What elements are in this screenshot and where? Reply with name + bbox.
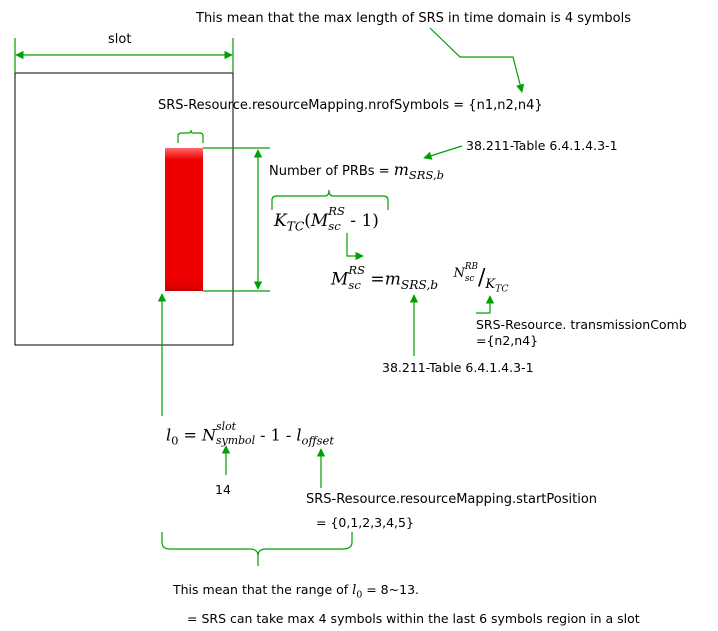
start-position-line1: SRS-Resource.resourceMapping.startPositi…	[306, 492, 598, 507]
slot-frame	[14, 72, 234, 346]
ktc-brace	[271, 189, 389, 210]
ktc-to-msc-arrow	[346, 233, 364, 261]
range-brace	[161, 532, 353, 557]
transmission-comb-line2: ={n2,n4}	[476, 333, 539, 348]
table-ref-top: 38.211-Table 6.4.1.4.3-1	[466, 138, 618, 153]
num-prbs-label: Number of PRBs =	[269, 164, 390, 179]
nrof-symbols-label: SRS-Resource.resourceMapping.nrofSymbols…	[158, 98, 543, 113]
m-srs-symbol: mSRS,b	[393, 160, 444, 183]
range-note: This mean that the range of l0 = 8~13.	[173, 582, 419, 601]
start-position-line2: = {0,1,2,3,4,5}	[316, 515, 414, 530]
table-ref-bottom: 38.211-Table 6.4.1.4.3-1	[382, 360, 534, 375]
top-note: This mean that the max length of SRS in …	[196, 11, 631, 26]
table-ref-top-arrow	[423, 145, 463, 160]
num-prbs-row: Number of PRBs = mSRS,b	[269, 160, 444, 182]
srs-symbols-brace	[177, 129, 204, 143]
fourteen-label: 14	[215, 482, 231, 497]
slot-label: slot	[108, 32, 132, 47]
transmission-comb-line1: SRS-Resource. transmissionComb	[476, 317, 687, 332]
transmission-comb-arrow	[476, 295, 495, 314]
final-note: = SRS can take max 4 symbols within the …	[187, 611, 640, 626]
top-note-pointer	[429, 27, 525, 93]
srs-block	[165, 148, 203, 291]
